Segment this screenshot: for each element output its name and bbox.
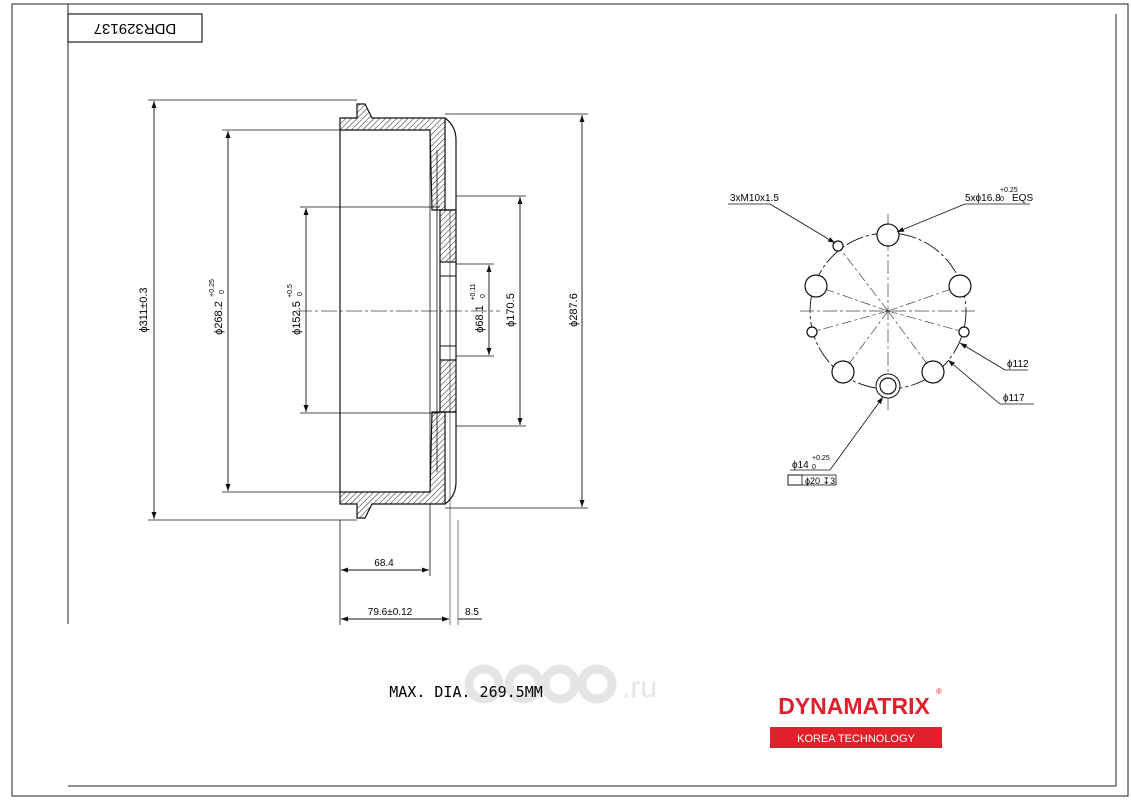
- dim-drum-inner: ϕ268.2: [213, 301, 225, 335]
- dim-pilot: ϕ152.5: [291, 301, 303, 335]
- front-view: 3xM10x1.5 5xϕ16.8 +0.25 0 EQS ϕ112 ϕ117 …: [728, 187, 1034, 486]
- dim-pilot-tol-low: 0: [297, 292, 304, 296]
- bolt-hole: [948, 274, 972, 298]
- dim-drum-inner-tol-low: 0: [219, 290, 226, 294]
- bolt-hole: [876, 223, 900, 247]
- label-holes-tol-low: 0: [1000, 196, 1004, 203]
- watermark-text: .ru: [622, 671, 657, 704]
- label-threads: 3xM10x1.5: [730, 193, 779, 204]
- dim-center-bore-tol: +0.11: [470, 283, 477, 300]
- label-holes-eqs: EQS: [1012, 193, 1033, 204]
- brand-tagline: KOREA TECHNOLOGY: [797, 733, 915, 745]
- max-diameter-note: MAX. DIA. 269.5MM: [389, 683, 543, 701]
- bolt-hole: [804, 274, 828, 298]
- brand-name: DYNAMATRIX: [778, 693, 930, 719]
- dim-drum-inner-tol: +0.25: [209, 279, 216, 297]
- label-pilot-hole: ϕ14: [792, 460, 809, 471]
- part-number: DDR329137: [94, 20, 177, 37]
- dim-pilot-tol: +0.5: [287, 284, 294, 298]
- dim-center-bore: ϕ68.1: [474, 305, 486, 333]
- dim-outer-flange: ϕ311±0.3: [138, 287, 150, 332]
- brand-tagline-bar: [770, 727, 942, 748]
- section-view: ϕ311±0.3 ϕ268.2 +0.25 0 ϕ152.5 +0.5 0 ϕ6…: [138, 99, 588, 625]
- bolt-hole: [921, 360, 945, 384]
- part-number-box: DDR329137: [67, 13, 203, 43]
- label-pcd-112: ϕ112: [1007, 359, 1029, 370]
- label-pcd-117: ϕ117: [1003, 393, 1025, 404]
- bolt-hole: [831, 360, 855, 384]
- threaded-hole: [806, 326, 818, 338]
- brand-logo: DYNAMATRIX ® KOREA TECHNOLOGY: [770, 680, 942, 748]
- label-pilot-hole-tol-low: 0: [812, 464, 816, 471]
- threaded-hole: [832, 240, 844, 252]
- label-pilot-hole-tol: +0.25: [812, 455, 830, 462]
- label-counterbore: ϕ20 ↧3: [805, 476, 835, 486]
- dim-disc-thickness: 8.5: [465, 607, 479, 618]
- watermark: .ru: [464, 664, 657, 704]
- dim-center-bore-tol-low: 0: [480, 294, 487, 298]
- drawing-frame: [11, 3, 1129, 797]
- dim-depth-inner: 68.4: [374, 558, 394, 569]
- dim-depth-total: 79.6±0.12: [368, 607, 413, 618]
- label-holes-tol: +0.25: [1000, 187, 1018, 194]
- dim-outer-drum: ϕ287.6: [568, 293, 580, 327]
- dim-hub: ϕ170.5: [505, 293, 517, 327]
- label-holes: 5xϕ16.8: [965, 193, 1001, 204]
- threaded-hole: [958, 326, 970, 338]
- brand-registered: ®: [936, 687, 942, 696]
